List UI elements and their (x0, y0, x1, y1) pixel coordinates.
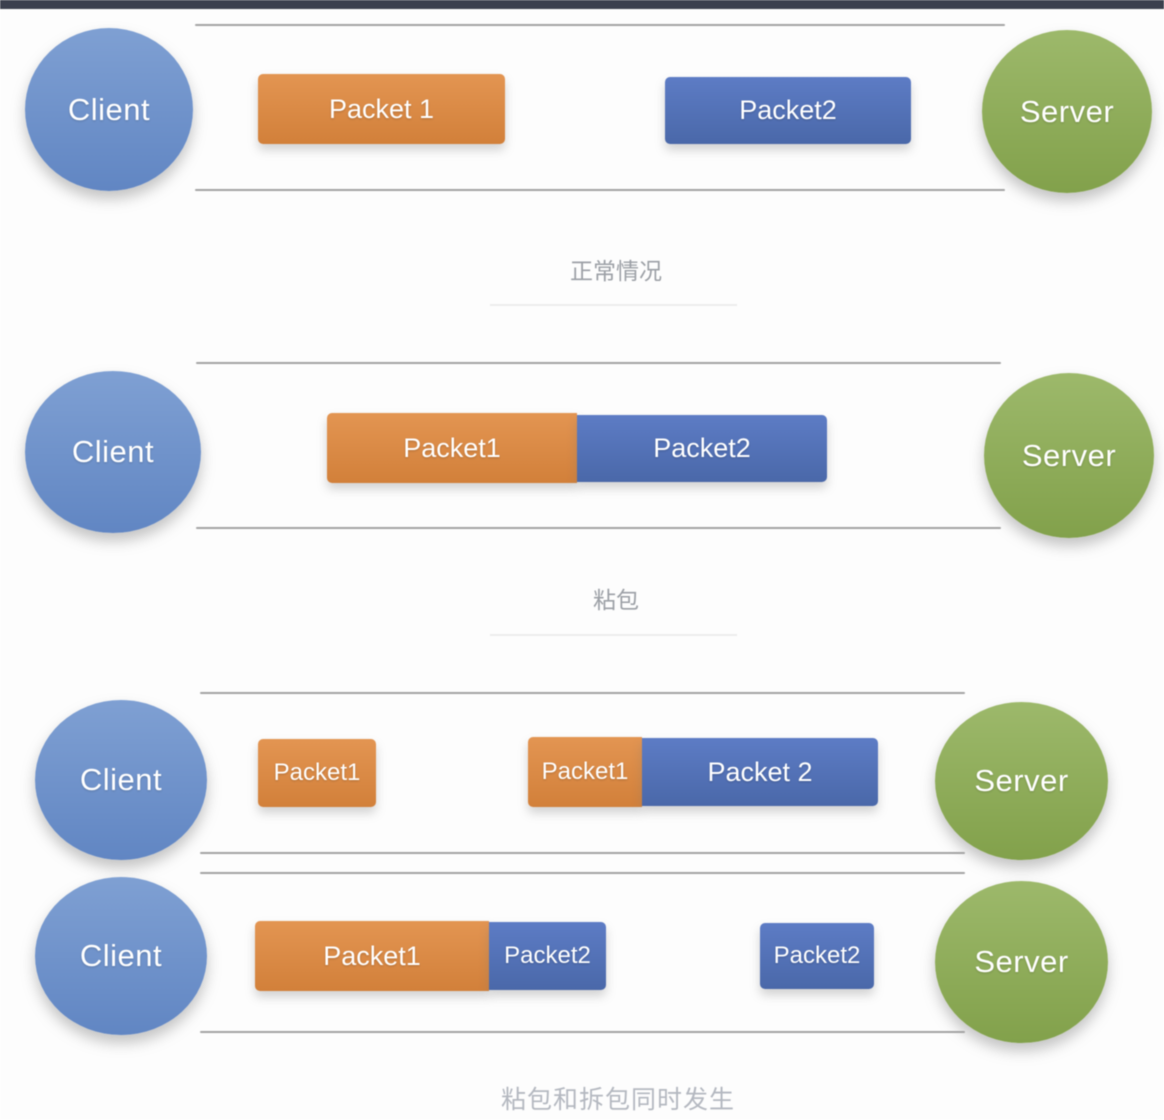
timeline (196, 362, 1001, 364)
timeline (200, 852, 965, 854)
server-node: Server (982, 30, 1152, 193)
packet2-box: Packet2 (665, 77, 911, 144)
packet1-box: Packet1 (327, 413, 577, 483)
caption-divider (490, 304, 737, 306)
client-node: Client (35, 877, 207, 1035)
packet1-box: Packet1 (528, 737, 642, 807)
timeline (200, 692, 965, 694)
server-node: Server (935, 702, 1108, 860)
packet2-box: Packet2 (760, 923, 874, 989)
client-node: Client (35, 700, 207, 860)
packet1-box: Packet1 (258, 739, 376, 807)
caption-divider (490, 634, 737, 636)
section-caption: 粘包 (593, 587, 639, 613)
timeline (200, 1031, 965, 1033)
packet2-box: Packet2 (489, 922, 606, 990)
packet1-box: Packet 1 (258, 74, 505, 144)
timeline (195, 189, 1005, 191)
client-node: Client (25, 371, 201, 533)
server-node: Server (984, 373, 1154, 538)
section-caption: 正常情况 (570, 258, 662, 284)
packet1-box: Packet1 (255, 921, 489, 991)
client-node: Client (25, 28, 193, 191)
timeline (195, 24, 1005, 26)
timeline (196, 527, 1001, 529)
window-top-bar (0, 0, 1164, 9)
server-node: Server (935, 881, 1108, 1043)
packet2-box: Packet2 (577, 415, 827, 482)
packet2-box: Packet 2 (642, 738, 878, 806)
timeline (200, 872, 965, 874)
footer-caption: 粘包和拆包同时发生 (500, 1086, 735, 1114)
